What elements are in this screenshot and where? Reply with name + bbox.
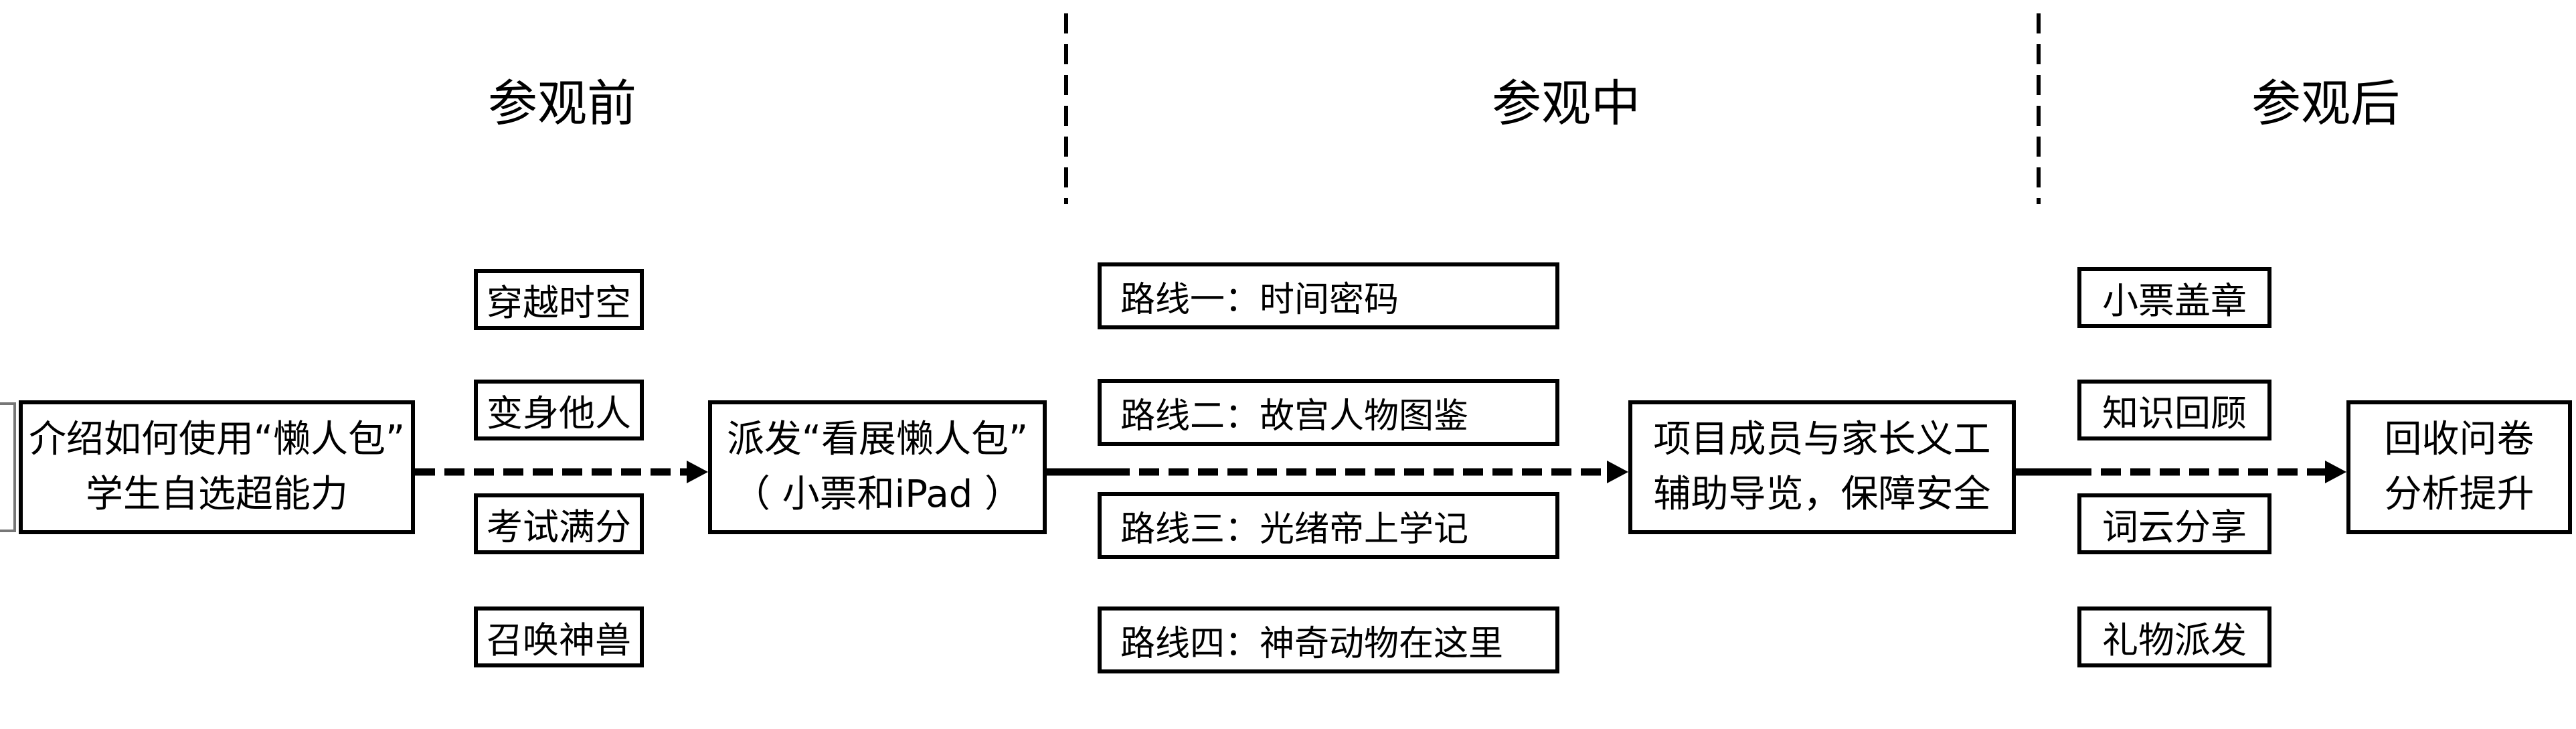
phase-before-title: 参观前 [488,75,636,133]
ability-item: 穿越时空 [474,269,644,330]
arrowhead-guide-to-collect [2325,461,2346,483]
step-guide-line2: 辅助导览，保障安全 [1653,473,1991,516]
route-item: 路线三：光绪帝上学记 [1098,492,1559,559]
route-item: 路线一：时间密码 [1098,262,1559,329]
step-distribute-box: 派发“看展懒人包” （ 小票和iPad ） [708,400,1047,534]
step-intro-line2: 学生自选超能力 [86,473,348,516]
left-bracket [0,402,16,532]
step-intro-line1: 介绍如何使用“懒人包” [28,418,406,461]
phase-after-title: 参观后 [2251,75,2400,133]
arrowhead-intro-to-distribute [687,461,708,483]
after-activity-item: 知识回顾 [2077,380,2271,440]
step-guide-box: 项目成员与家长义工 辅助导览，保障安全 [1628,400,2016,534]
step-guide-line1: 项目成员与家长义工 [1653,418,1991,461]
step-collect-box: 回收问卷 分析提升 [2346,400,2572,534]
step-collect-line2: 分析提升 [2384,473,2535,516]
after-activity-item: 词云分享 [2077,493,2271,554]
step-distribute-line1: 派发“看展懒人包” [726,418,1029,461]
step-distribute-line2: （ 小票和iPad ） [732,473,1023,516]
after-activity-item: 礼物派发 [2077,606,2271,667]
arrowhead-distribute-to-guide [1607,461,1628,483]
route-item: 路线二：故宫人物图鉴 [1098,379,1559,446]
route-item: 路线四：神奇动物在这里 [1098,606,1559,673]
ability-item: 考试满分 [474,493,644,554]
ability-item: 召唤神兽 [474,606,644,667]
step-collect-line1: 回收问卷 [2384,418,2535,461]
step-intro-box: 介绍如何使用“懒人包” 学生自选超能力 [19,400,415,534]
after-activity-item: 小票盖章 [2077,267,2271,328]
phase-during-title: 参观中 [1492,75,1640,133]
ability-item: 变身他人 [474,380,644,440]
